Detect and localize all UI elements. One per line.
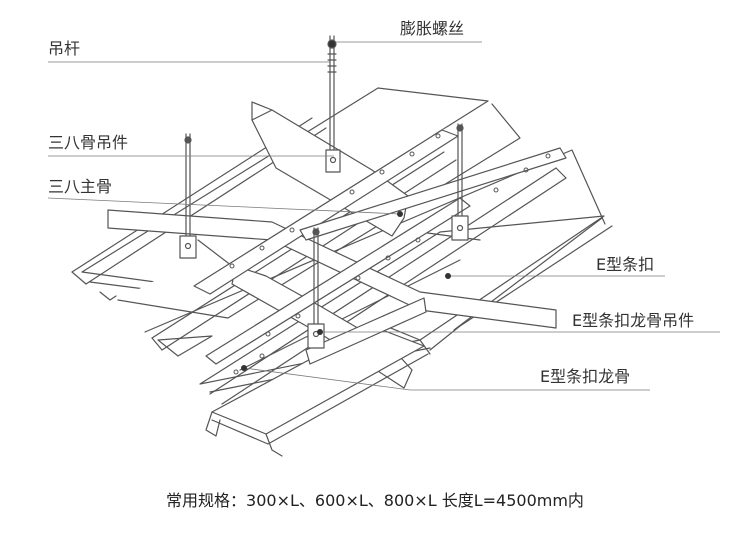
rivet-holes — [229, 133, 551, 375]
hanger-rods — [185, 35, 463, 325]
cross-members — [193, 129, 567, 365]
leader-keel-a — [243, 367, 411, 391]
leader-main-runner — [47, 197, 401, 215]
label-rod: 吊杆 — [48, 39, 81, 58]
label-main-runner: 三八主骨 — [48, 177, 113, 196]
hanger-clips — [179, 149, 469, 349]
expansion-bolts — [184, 39, 464, 236]
leader-dots — [241, 211, 451, 371]
spec-caption: 常用规格：300×L、600×L、800×L 长度L=4500mm内 — [166, 491, 584, 510]
label-keel: E型条扣龙骨 — [540, 367, 631, 386]
label-strip: E型条扣 — [596, 255, 655, 274]
label-keel-hanger: E型条扣龙骨吊件 — [572, 311, 695, 330]
leader-lines — [47, 41, 720, 391]
label-main-hanger: 三八骨吊件 — [48, 133, 129, 152]
lower-panels — [205, 297, 431, 457]
label-bolt: 膨胀螺丝 — [400, 19, 465, 38]
